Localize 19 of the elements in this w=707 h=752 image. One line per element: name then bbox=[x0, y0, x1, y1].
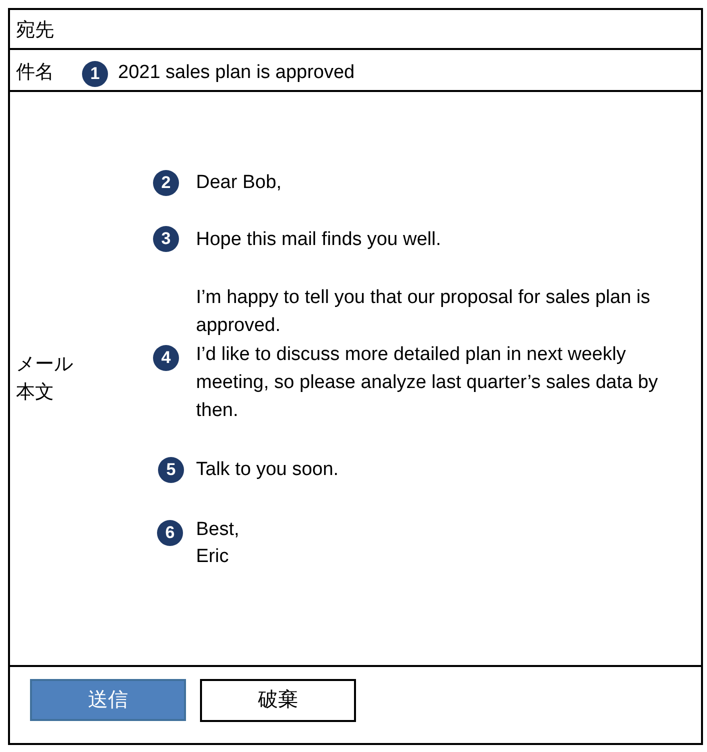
body-text: Best, bbox=[196, 518, 240, 542]
field-label: メール本文 bbox=[16, 353, 74, 405]
callout-number: 5 bbox=[158, 457, 184, 483]
subject-text: 2021 sales plan is approved bbox=[118, 61, 356, 85]
body-text: Talk to you soon. bbox=[196, 458, 340, 482]
field-label: 宛先 bbox=[16, 19, 55, 43]
callout-number: 4 bbox=[153, 345, 179, 371]
callout-number: 1 bbox=[82, 61, 108, 87]
send-button: 送信 bbox=[30, 679, 186, 721]
body-text: Hope this mail finds you well. bbox=[196, 228, 442, 252]
body-text: Eric bbox=[196, 545, 230, 569]
body-text: I’m happy to tell you that our proposal for sales plan is approved. bbox=[196, 286, 652, 338]
body-text: Dear Bob, bbox=[196, 171, 283, 195]
callout-number: 3 bbox=[153, 226, 179, 252]
callout-number: 6 bbox=[157, 520, 183, 546]
callout-number: 2 bbox=[153, 170, 179, 196]
body-text: I’d like to discuss more detailed plan in next weekly meeting, so please analyze last quarter’s sales data by then. bbox=[196, 343, 659, 423]
field-label: 件名 bbox=[16, 61, 55, 85]
discard-button: 破棄 bbox=[200, 679, 356, 722]
